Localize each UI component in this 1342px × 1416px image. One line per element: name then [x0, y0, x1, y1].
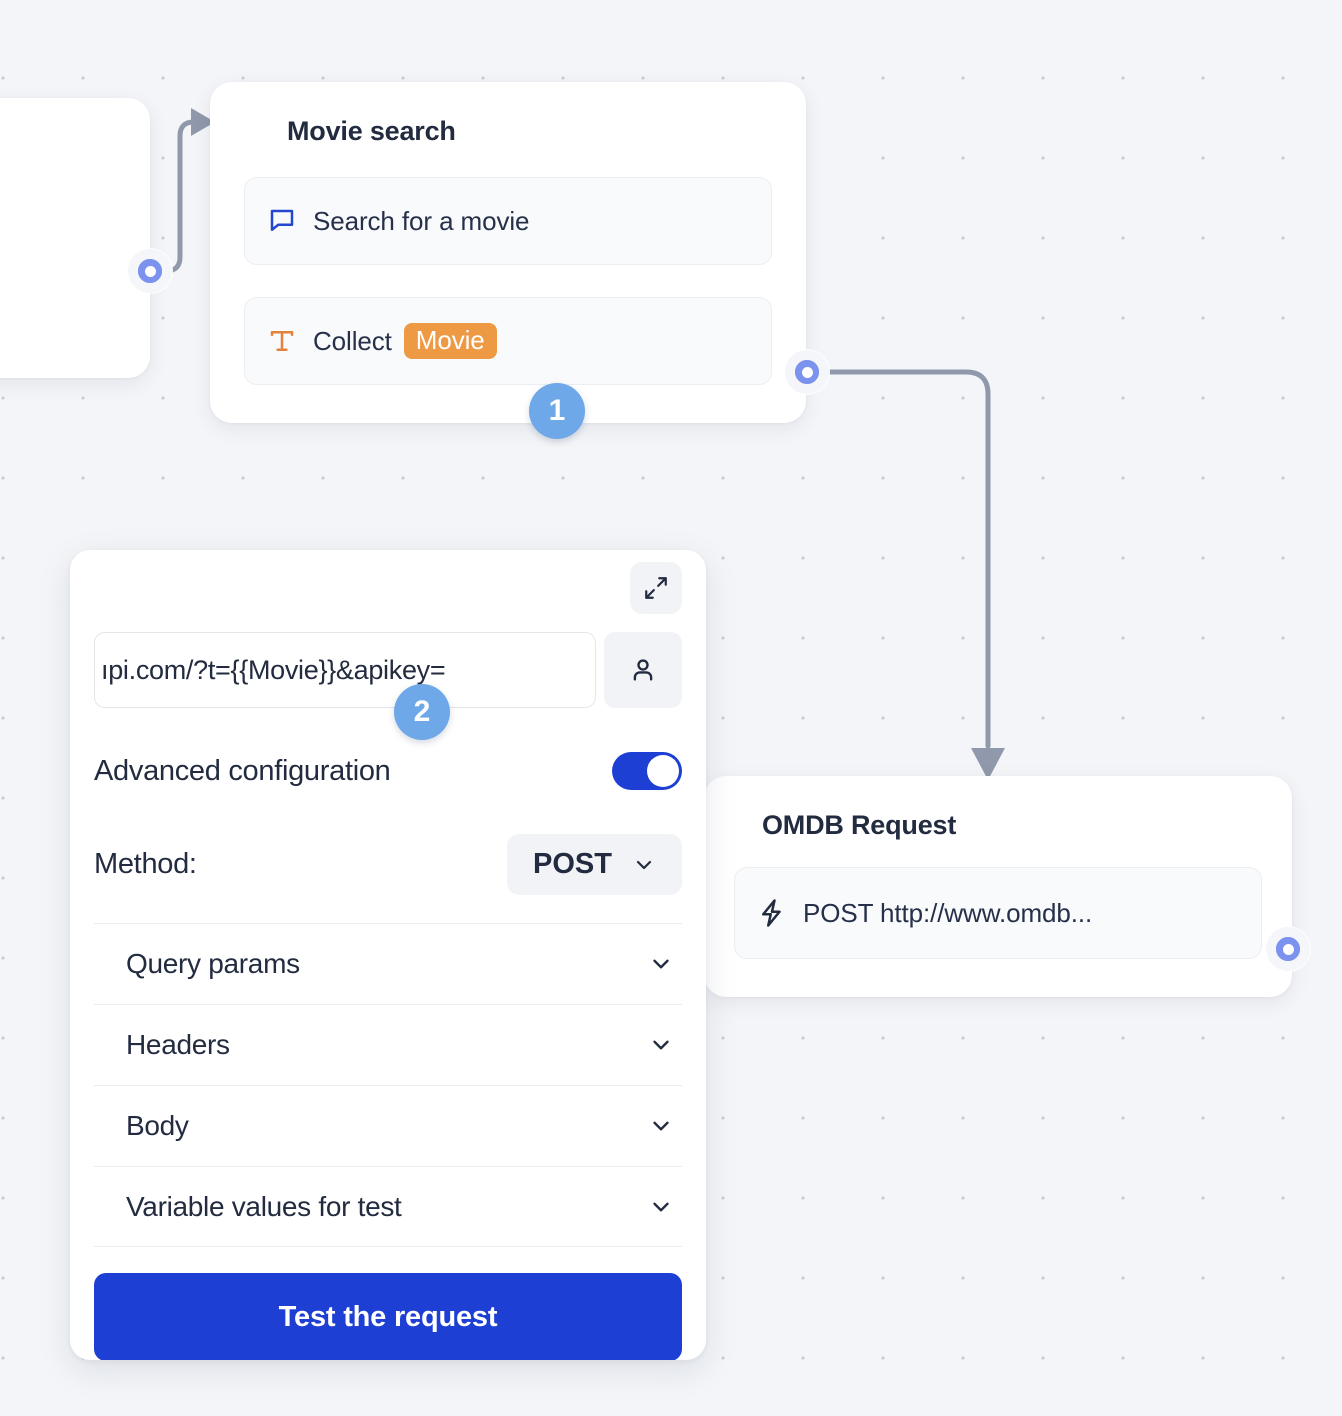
auth-user-button[interactable]	[604, 632, 682, 708]
person-icon	[628, 655, 658, 685]
section-query-params[interactable]: Query params	[94, 923, 682, 1004]
advanced-configuration-toggle[interactable]	[612, 752, 682, 790]
node-row-label-collect: Collect Movie	[313, 323, 497, 359]
method-select[interactable]: POST	[507, 834, 682, 895]
method-value: POST	[533, 848, 612, 880]
node-row-collect-movie[interactable]: Collect Movie	[244, 297, 772, 385]
expand-diagonal-icon	[643, 575, 669, 601]
test-the-request-button[interactable]: Test the request	[94, 1273, 682, 1360]
text-type-icon	[267, 326, 297, 356]
chevron-down-icon[interactable]	[648, 1194, 674, 1220]
connector-port-omdb-output[interactable]	[1266, 927, 1310, 971]
node-row-label-post: POST http://www.omdb...	[803, 897, 1093, 928]
chevron-down-icon[interactable]	[648, 1032, 674, 1058]
connector-port-left[interactable]	[128, 249, 172, 293]
section-headers[interactable]: Headers	[94, 1004, 682, 1085]
toggle-knob	[647, 755, 679, 787]
node-row-post-request[interactable]: POST http://www.omdb...	[734, 867, 1262, 959]
chevron-down-icon[interactable]	[648, 951, 674, 977]
section-body[interactable]: Body	[94, 1085, 682, 1166]
node-card-movie-search[interactable]: Movie search Search for a movie Collect …	[210, 82, 806, 423]
section-label: Headers	[126, 1029, 230, 1060]
node-card-partial[interactable]	[0, 98, 150, 378]
chevron-down-icon	[632, 853, 656, 877]
expand-panel-button[interactable]	[630, 562, 682, 614]
section-variable-values-for-test[interactable]: Variable values for test	[94, 1166, 682, 1247]
method-row: Method: POST	[94, 834, 682, 895]
node-title-omdb-request: OMDB Request	[762, 810, 957, 840]
advanced-configuration-row[interactable]: Advanced configuration	[94, 752, 682, 790]
chevron-down-icon[interactable]	[648, 1113, 674, 1139]
section-label: Query params	[126, 948, 300, 979]
node-card-omdb-request[interactable]: OMDB Request POST http://www.omdb...	[704, 776, 1292, 997]
advanced-configuration-label: Advanced configuration	[94, 754, 391, 787]
request-url-value: ıpi.com/?t={{Movie}}&apikey=	[101, 654, 446, 685]
url-row[interactable]: ıpi.com/?t={{Movie}}&apikey=	[94, 550, 682, 708]
speech-bubble-icon	[267, 206, 297, 236]
node-row-search-for-a-movie[interactable]: Search for a movie	[244, 177, 772, 265]
section-label: Variable values for test	[126, 1190, 402, 1222]
step-badge-2: 2	[394, 684, 450, 740]
node-row-label: Search for a movie	[313, 205, 530, 236]
lightning-bolt-icon	[757, 898, 787, 928]
method-label: Method:	[94, 848, 197, 880]
collect-text: Collect	[313, 325, 392, 356]
connector-port-movie-search-output[interactable]	[785, 350, 829, 394]
variable-chip-movie[interactable]: Movie	[403, 323, 497, 359]
request-url-input[interactable]: ıpi.com/?t={{Movie}}&apikey=	[94, 632, 596, 708]
section-label: Body	[126, 1110, 189, 1141]
step-badge-1: 1	[529, 383, 585, 439]
request-config-panel[interactable]: ıpi.com/?t={{Movie}}&apikey= Advanced co…	[70, 550, 706, 1360]
node-title-movie-search: Movie search	[287, 116, 456, 146]
config-sections: Query params Headers	[94, 923, 682, 1247]
